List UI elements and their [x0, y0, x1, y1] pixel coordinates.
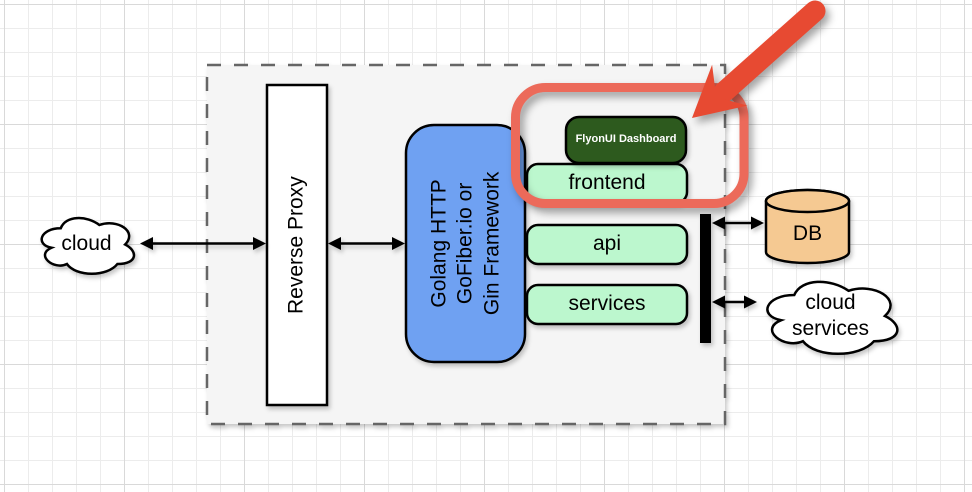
cloud-left-shape — [40, 216, 136, 275]
arrow-proxy-to-golang — [328, 237, 405, 250]
api-box — [525, 223, 689, 266]
annotation-highlight-box — [511, 83, 749, 208]
connector-bar — [700, 214, 711, 343]
cloud-services-shape — [766, 280, 899, 356]
flyonui-badge — [564, 115, 688, 165]
golang-box — [404, 123, 527, 364]
reverse-proxy-box — [265, 83, 329, 407]
arrow-bar-to-cloud-services — [712, 295, 757, 309]
arrow-cloud-to-proxy — [140, 237, 266, 250]
services-box — [525, 283, 689, 326]
annotation-pointer-arrow — [692, 0, 826, 118]
frontend-box — [525, 162, 689, 205]
db-cylinder — [764, 188, 851, 265]
arrow-bar-to-db — [712, 216, 764, 230]
